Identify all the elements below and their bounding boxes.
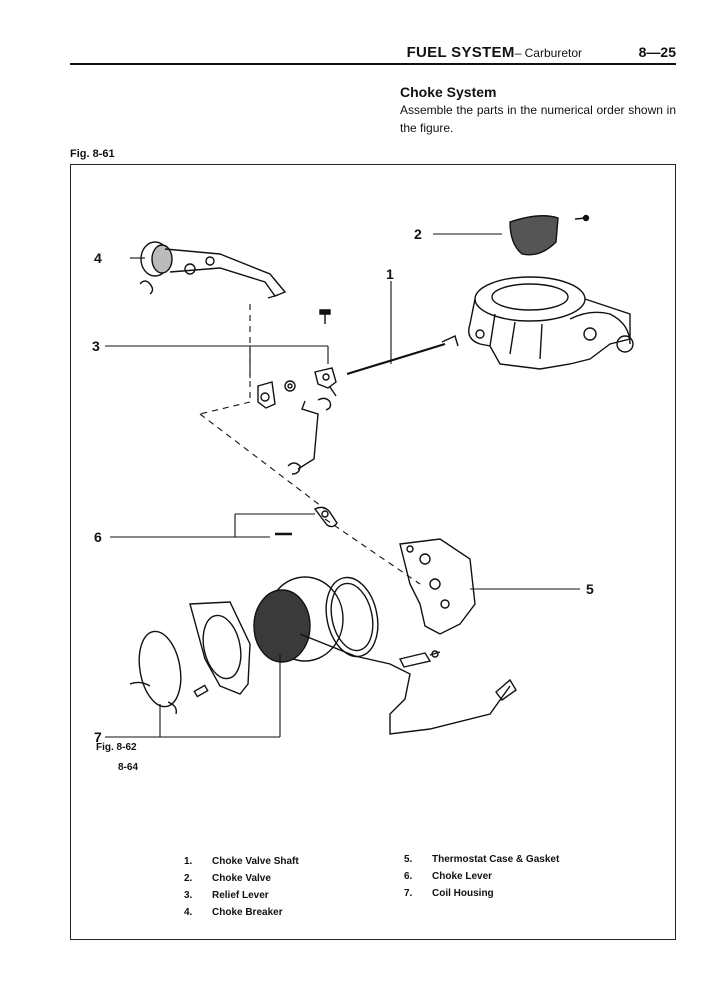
legend-item: 4. Choke Breaker <box>184 907 299 924</box>
legend-item: 5. Thermostat Case & Gasket <box>404 854 559 871</box>
coil-housing-part <box>253 576 517 735</box>
legend-text: Choke Valve Shaft <box>212 856 299 867</box>
legend-text: Choke Valve <box>212 873 271 884</box>
legend-num: 7. <box>404 888 413 899</box>
legend-num: 5. <box>404 854 413 865</box>
callout-5: 5 <box>586 581 594 597</box>
carburetor-body-part <box>468 276 634 370</box>
callout-2: 2 <box>414 226 422 242</box>
gasket-ring-part <box>129 576 379 715</box>
housing-plate-part <box>189 601 251 698</box>
choke-valve-shaft-part <box>346 335 459 376</box>
section-body: Assemble the parts in the numerical orde… <box>400 103 676 135</box>
legend-item: 1. Choke Valve Shaft <box>184 856 299 873</box>
legend-item: 7. Coil Housing <box>404 888 559 905</box>
header-subtitle: – Carburetor <box>514 46 582 60</box>
header-title-main: FUEL SYSTEM <box>406 44 515 61</box>
legend-num: 6. <box>404 871 413 882</box>
legend-item: 2. Choke Valve <box>184 873 299 890</box>
callout-3: 3 <box>92 338 100 354</box>
choke-lever-part <box>275 506 338 536</box>
choke-valve-part <box>509 214 590 256</box>
legend-item: 6. Choke Lever <box>404 871 559 888</box>
legend-right: 5. Thermostat Case & Gasket 6. Choke Lever… <box>404 854 559 905</box>
legend-text: Coil Housing <box>432 888 494 899</box>
figure-ref-top: Fig. 8-62 <box>96 742 137 753</box>
header-title: FUEL SYSTEM– Carburetor <box>407 44 582 61</box>
legend-num: 2. <box>184 873 193 884</box>
choke-breaker-part <box>139 241 287 299</box>
legend-num: 3. <box>184 890 193 901</box>
section-title: Choke System <box>400 84 497 100</box>
figure-label: Fig. 8-61 <box>70 148 115 160</box>
header-rule <box>70 63 676 65</box>
relief-lever-part <box>257 309 337 409</box>
legend-left: 1. Choke Valve Shaft 2. Choke Valve 3. Reli… <box>184 856 299 924</box>
thermostat-case-part <box>399 538 476 635</box>
legend-num: 4. <box>184 907 193 918</box>
legend-num: 1. <box>184 856 193 867</box>
legend-text: Relief Lever <box>212 890 269 901</box>
callout-7: 7 <box>94 729 102 745</box>
page-number: 8—25 <box>638 44 676 60</box>
callout-1: 1 <box>386 266 394 282</box>
exploded-diagram: 2 1 4 3 6 5 7 <box>92 214 634 745</box>
legend-text: Choke Lever <box>432 871 493 882</box>
callout-6: 6 <box>94 529 102 545</box>
legend-item: 3. Relief Lever <box>184 890 299 907</box>
figure-ref-bottom: 8-64 <box>118 762 139 773</box>
figure-frame <box>70 164 676 940</box>
legend-text: Thermostat Case & Gasket <box>432 854 560 865</box>
callout-4: 4 <box>94 250 102 266</box>
leader-lines <box>105 233 580 738</box>
page-header: FUEL SYSTEM– Carburetor 8—25 <box>70 40 676 64</box>
link-rod-part <box>287 397 332 475</box>
legend-text: Choke Breaker <box>212 907 283 918</box>
